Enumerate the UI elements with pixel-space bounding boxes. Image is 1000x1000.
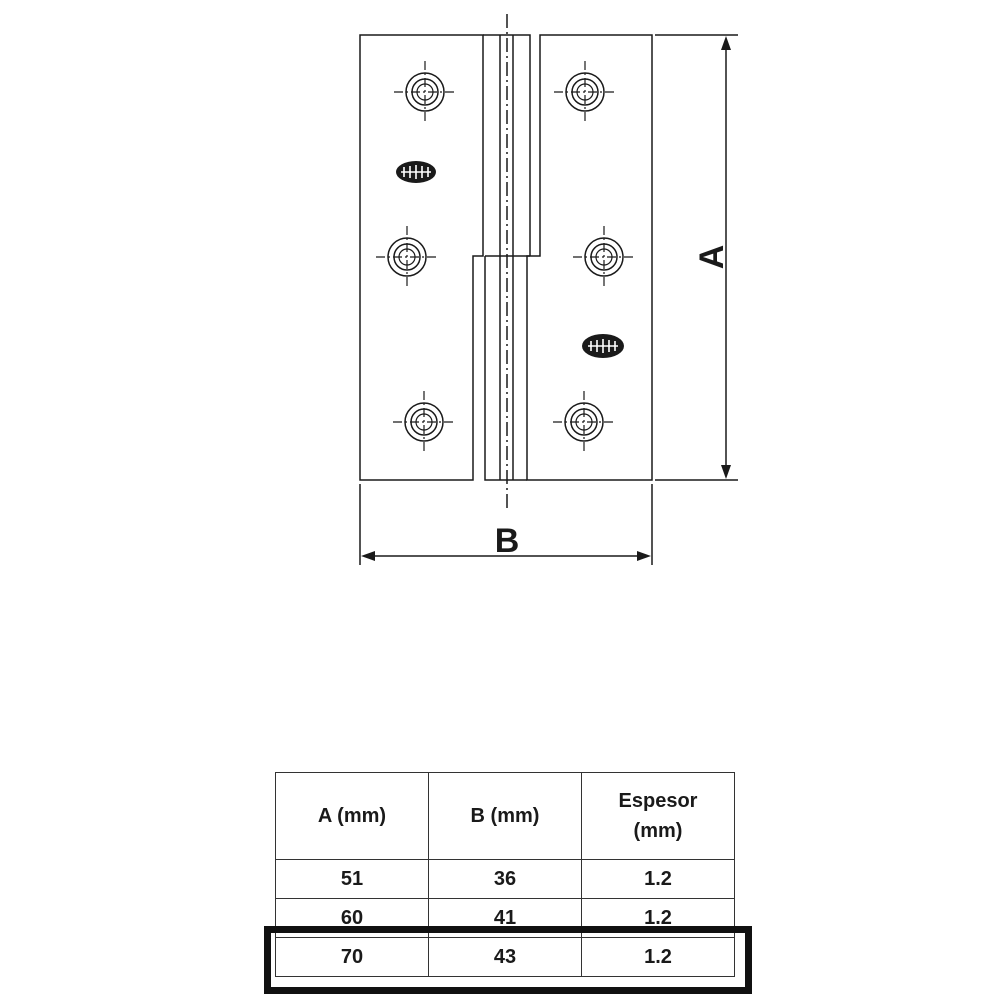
table-header-row: A (mm) B (mm) Espesor (mm) (275, 772, 735, 860)
dimension-a-arrow-bottom (721, 465, 731, 479)
header-espesor: Espesor (mm) (581, 772, 735, 860)
dimension-b-label: B (495, 522, 520, 560)
hinge-drawing: A B (359, 14, 738, 565)
stamp-mark-left (396, 161, 436, 183)
screw-hole-1 (394, 61, 456, 123)
screw-hole-6 (553, 391, 615, 453)
dimension-a-arrow-top (721, 36, 731, 50)
dimension-b-arrow-right (637, 551, 651, 561)
cell-espesor: 1.2 (581, 859, 735, 899)
screw-hole-3 (393, 391, 455, 453)
cell-a: 60 (275, 898, 429, 938)
dimension-a-label: A (693, 245, 731, 270)
right-leaf-outline (526, 34, 653, 481)
screw-hole-4 (554, 61, 616, 123)
table-row: 51 36 1.2 (275, 859, 735, 899)
screw-hole-5 (573, 226, 635, 288)
dimensions-table: A (mm) B (mm) Espesor (mm) 51 36 1.2 60 … (275, 772, 735, 977)
cell-a: 51 (275, 859, 429, 899)
table-row-highlighted: 70 43 1.2 (275, 937, 735, 977)
table-row: 60 41 1.2 (275, 898, 735, 938)
cell-b: 41 (428, 898, 582, 938)
header-b: B (mm) (428, 772, 582, 860)
cell-b: 43 (428, 937, 582, 977)
screw-hole-2 (376, 226, 438, 288)
dimension-b-arrow-left (361, 551, 375, 561)
stamp-mark-right (582, 334, 624, 358)
cell-b: 36 (428, 859, 582, 899)
header-a: A (mm) (275, 772, 429, 860)
cell-espesor: 1.2 (581, 937, 735, 977)
cell-a: 70 (275, 937, 429, 977)
cell-espesor: 1.2 (581, 898, 735, 938)
